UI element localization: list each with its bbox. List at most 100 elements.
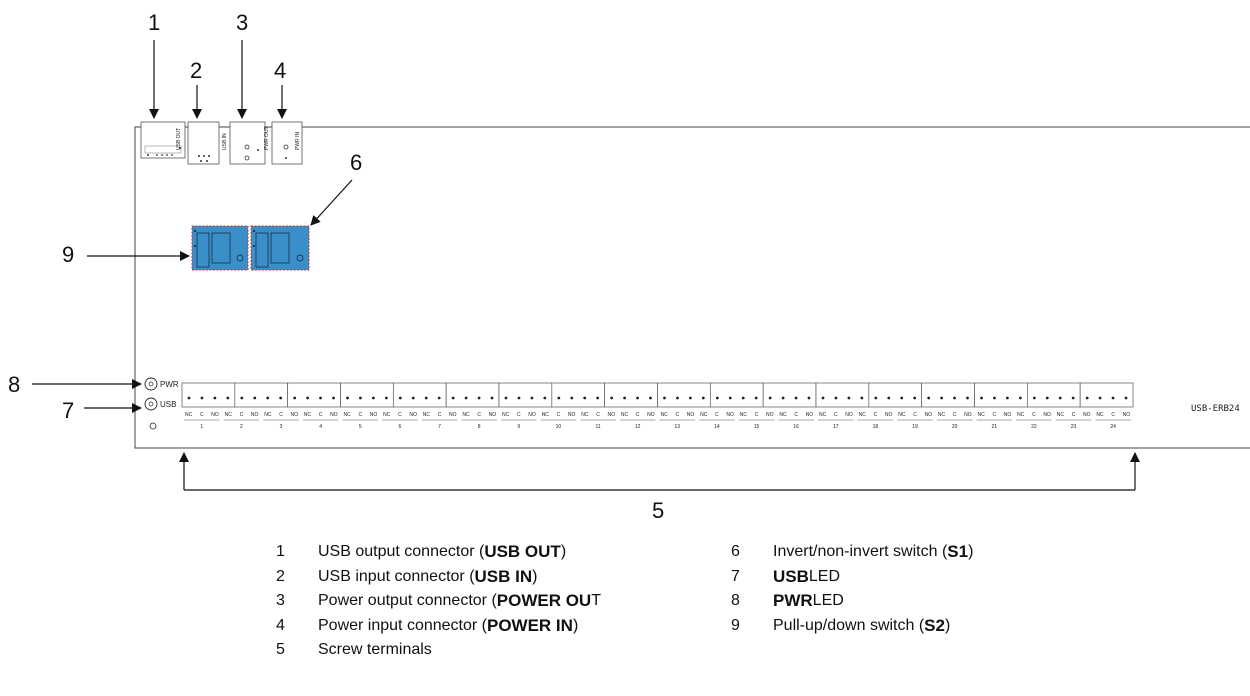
terminal-block — [815, 382, 870, 408]
terminal-contact-label: NO — [1043, 412, 1051, 418]
terminal-screw — [940, 396, 944, 400]
terminal-contact-label: C — [517, 412, 521, 418]
terminal-screw — [543, 396, 547, 400]
invert-switch-s1 — [250, 225, 310, 271]
relay-number-label: 22 — [1031, 424, 1037, 430]
terminal-screw — [715, 396, 719, 400]
usb-led: USB — [144, 397, 176, 411]
terminal-contact-label: NO — [251, 412, 259, 418]
terminal-screw — [636, 396, 639, 400]
terminal-screw — [1018, 396, 1022, 400]
terminal-screw — [424, 396, 428, 400]
terminal-screw — [900, 396, 904, 400]
terminal-screw — [1032, 396, 1036, 400]
terminal-contact-label: NC — [740, 412, 748, 418]
usb-in-label: USB IN — [222, 133, 228, 150]
legend-number: 2 — [276, 567, 285, 585]
relay-number-label: 24 — [1110, 424, 1116, 430]
legend-text-end: ) — [560, 543, 567, 560]
terminal-contact-label: NO — [687, 412, 695, 418]
callout-5: 5 — [652, 498, 664, 523]
terminal-screw — [1111, 396, 1115, 400]
callout-7: 7 — [62, 398, 74, 423]
legend-bold: POWER OU — [496, 591, 592, 610]
callout-3: 3 — [236, 10, 248, 35]
terminal-contact-label: C — [874, 412, 878, 418]
legend-text-end: LED — [812, 592, 844, 609]
terminal-block — [604, 382, 658, 408]
relay-number-label: 14 — [714, 424, 720, 430]
terminal-block — [1026, 382, 1081, 408]
legend-bold: PWR — [773, 591, 813, 610]
terminal-contact-label: NO — [845, 412, 853, 418]
terminal-screw — [1098, 396, 1102, 400]
terminal-screw — [530, 396, 534, 400]
terminal-contact-label: C — [596, 412, 600, 418]
terminal-contact-label: NC — [185, 412, 193, 418]
legend-text: USB input connector ( — [318, 567, 475, 585]
terminal-screw — [371, 396, 375, 400]
terminal-screw — [570, 396, 574, 400]
legend-number: 8 — [731, 592, 740, 609]
usb-in-connector: USB IN — [187, 121, 228, 165]
usb-out-connector: USB OUT — [140, 121, 186, 159]
terminal-contact-label: NO — [370, 412, 378, 418]
legend-text-end: ) — [968, 543, 974, 560]
usb-out-label: USB OUT — [176, 128, 182, 150]
terminal-screw — [346, 396, 349, 400]
terminal-screw — [887, 396, 891, 400]
terminal-block — [340, 382, 394, 408]
terminal-contact-label: NC — [700, 412, 708, 418]
mount-hole — [149, 422, 157, 430]
terminal-contact-label: NO — [925, 412, 933, 418]
terminal-contact-label: NC — [423, 412, 431, 418]
terminal-screw — [821, 396, 825, 400]
terminal-contact-label: C — [557, 412, 561, 418]
terminal-contact-label: C — [319, 412, 323, 418]
power-out-connector: PWR OUT — [229, 121, 270, 165]
terminal-contact-label: NC — [621, 412, 629, 418]
terminal-contact-label: NO — [489, 412, 497, 418]
legend-bold: USB IN — [474, 566, 533, 586]
terminal-screw — [754, 396, 758, 400]
terminal-screw — [701, 396, 705, 400]
terminal-contact-label: NC — [1017, 412, 1025, 418]
terminal-block — [392, 382, 447, 408]
terminal-contact-label: NC — [343, 412, 351, 418]
legend-bold: S2 — [924, 615, 945, 635]
legend-bold: POWER IN — [486, 615, 573, 635]
terminal-screw — [623, 396, 627, 400]
relay-number-label: 10 — [556, 424, 562, 430]
terminal-contact-label: NC — [859, 412, 867, 418]
legend-text-end: LED — [808, 567, 841, 585]
terminal-contact-label: C — [834, 412, 838, 418]
legend-number: 1 — [276, 543, 285, 560]
terminal-block — [498, 382, 553, 408]
terminal-contact-label: C — [1072, 412, 1076, 418]
terminal-screw — [966, 396, 969, 400]
terminal-screw — [741, 396, 745, 400]
terminal-contact-label: NO — [1004, 412, 1012, 418]
terminal-screw — [993, 396, 996, 400]
terminal-contact-label: NC — [898, 412, 906, 418]
terminal-screw — [980, 396, 983, 400]
callout-2: 2 — [190, 58, 202, 83]
terminal-contact-label: NC — [1057, 412, 1065, 418]
terminal-contact-label: NC — [1096, 412, 1104, 418]
terminal-screw — [807, 396, 811, 400]
terminal-contact-label: C — [953, 412, 957, 418]
terminal-screw — [398, 396, 402, 400]
terminal-block — [762, 382, 817, 408]
terminal-contact-label: NC — [502, 412, 510, 418]
terminal-contact-label: NO — [568, 412, 576, 418]
terminal-contact-label: NC — [938, 412, 946, 418]
legend-text-end: ) — [572, 616, 579, 634]
terminal-screw — [359, 396, 362, 400]
terminal-contact-label: C — [398, 412, 402, 418]
terminal-block — [868, 382, 923, 408]
terminal-contact-label: C — [1111, 412, 1115, 418]
